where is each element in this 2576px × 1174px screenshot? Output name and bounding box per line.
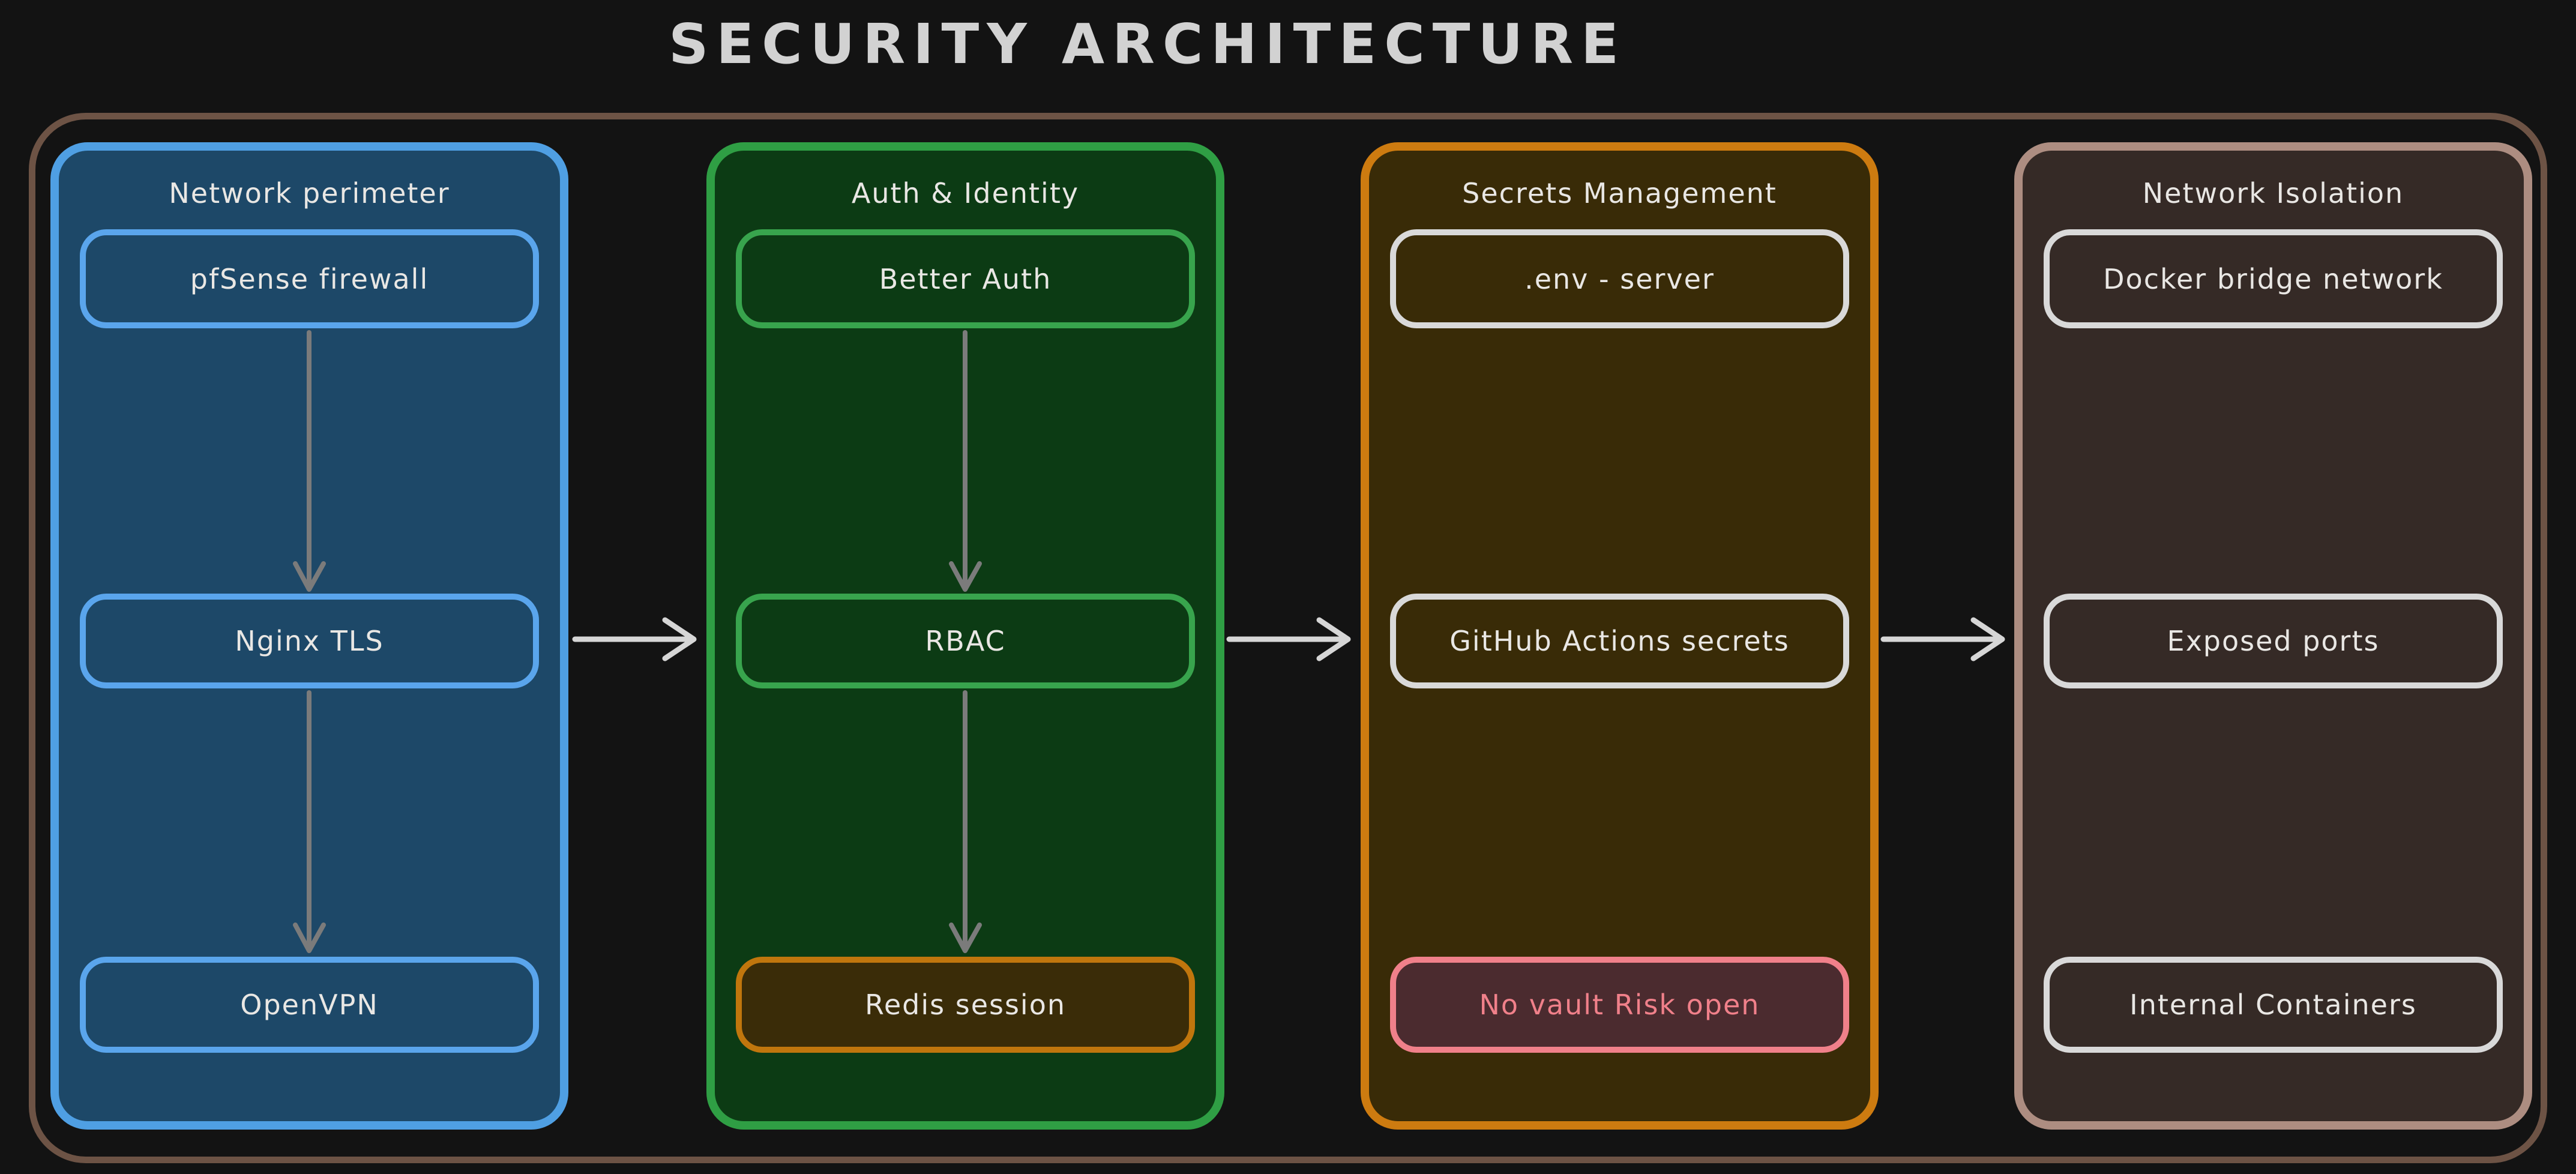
- column-title: Auth & Identity: [851, 177, 1080, 209]
- node-label: GitHub Actions secrets: [1449, 625, 1790, 657]
- column-network-isolation: Network Isolation Docker bridge network …: [2014, 142, 2532, 1130]
- column-secrets-management: Secrets Management .env - server GitHub …: [1361, 142, 1879, 1130]
- page-title: SECURITY ARCHITECTURE: [669, 12, 1627, 76]
- column-title: Secrets Management: [1462, 177, 1777, 209]
- node-label: RBAC: [925, 625, 1006, 657]
- node-no-vault-risk: No vault Risk open: [1390, 957, 1849, 1053]
- node-redis-session: Redis session: [736, 957, 1195, 1053]
- node-internal-containers: Internal Containers: [2044, 957, 2503, 1053]
- node-github-actions-secrets: GitHub Actions secrets: [1390, 594, 1849, 688]
- arrow-down-icon: [293, 330, 326, 592]
- node-label: Redis session: [864, 989, 1067, 1021]
- node-label: OpenVPN: [240, 989, 379, 1021]
- node-label: No vault Risk open: [1479, 989, 1760, 1021]
- node-label: pfSense firewall: [190, 262, 429, 295]
- node-label: .env - server: [1524, 262, 1715, 295]
- column-network-perimeter: Network perimeter pfSense firewall Nginx…: [50, 142, 568, 1130]
- column-title: Network perimeter: [169, 177, 450, 209]
- column-title: Network Isolation: [2142, 177, 2404, 209]
- node-label: Nginx TLS: [235, 625, 384, 657]
- node-label: Better Auth: [879, 262, 1052, 295]
- node-pfsense-firewall: pfSense firewall: [80, 229, 539, 328]
- node-env-server: .env - server: [1390, 229, 1849, 328]
- diagram-frame: [29, 113, 2547, 1163]
- arrow-down-icon: [949, 330, 982, 592]
- arrow-down-icon: [293, 690, 326, 953]
- node-openvpn: OpenVPN: [80, 957, 539, 1053]
- node-nginx-tls: Nginx TLS: [80, 594, 539, 688]
- column-auth-identity: Auth & Identity Better Auth RBAC Redis s…: [706, 142, 1224, 1130]
- node-rbac: RBAC: [736, 594, 1195, 688]
- node-label: Docker bridge network: [2103, 262, 2443, 295]
- node-better-auth: Better Auth: [736, 229, 1195, 328]
- arrow-down-icon: [949, 690, 982, 953]
- node-docker-bridge-network: Docker bridge network: [2044, 229, 2503, 328]
- node-label: Exposed ports: [2167, 625, 2380, 657]
- node-exposed-ports: Exposed ports: [2044, 594, 2503, 688]
- node-label: Internal Containers: [2129, 989, 2417, 1021]
